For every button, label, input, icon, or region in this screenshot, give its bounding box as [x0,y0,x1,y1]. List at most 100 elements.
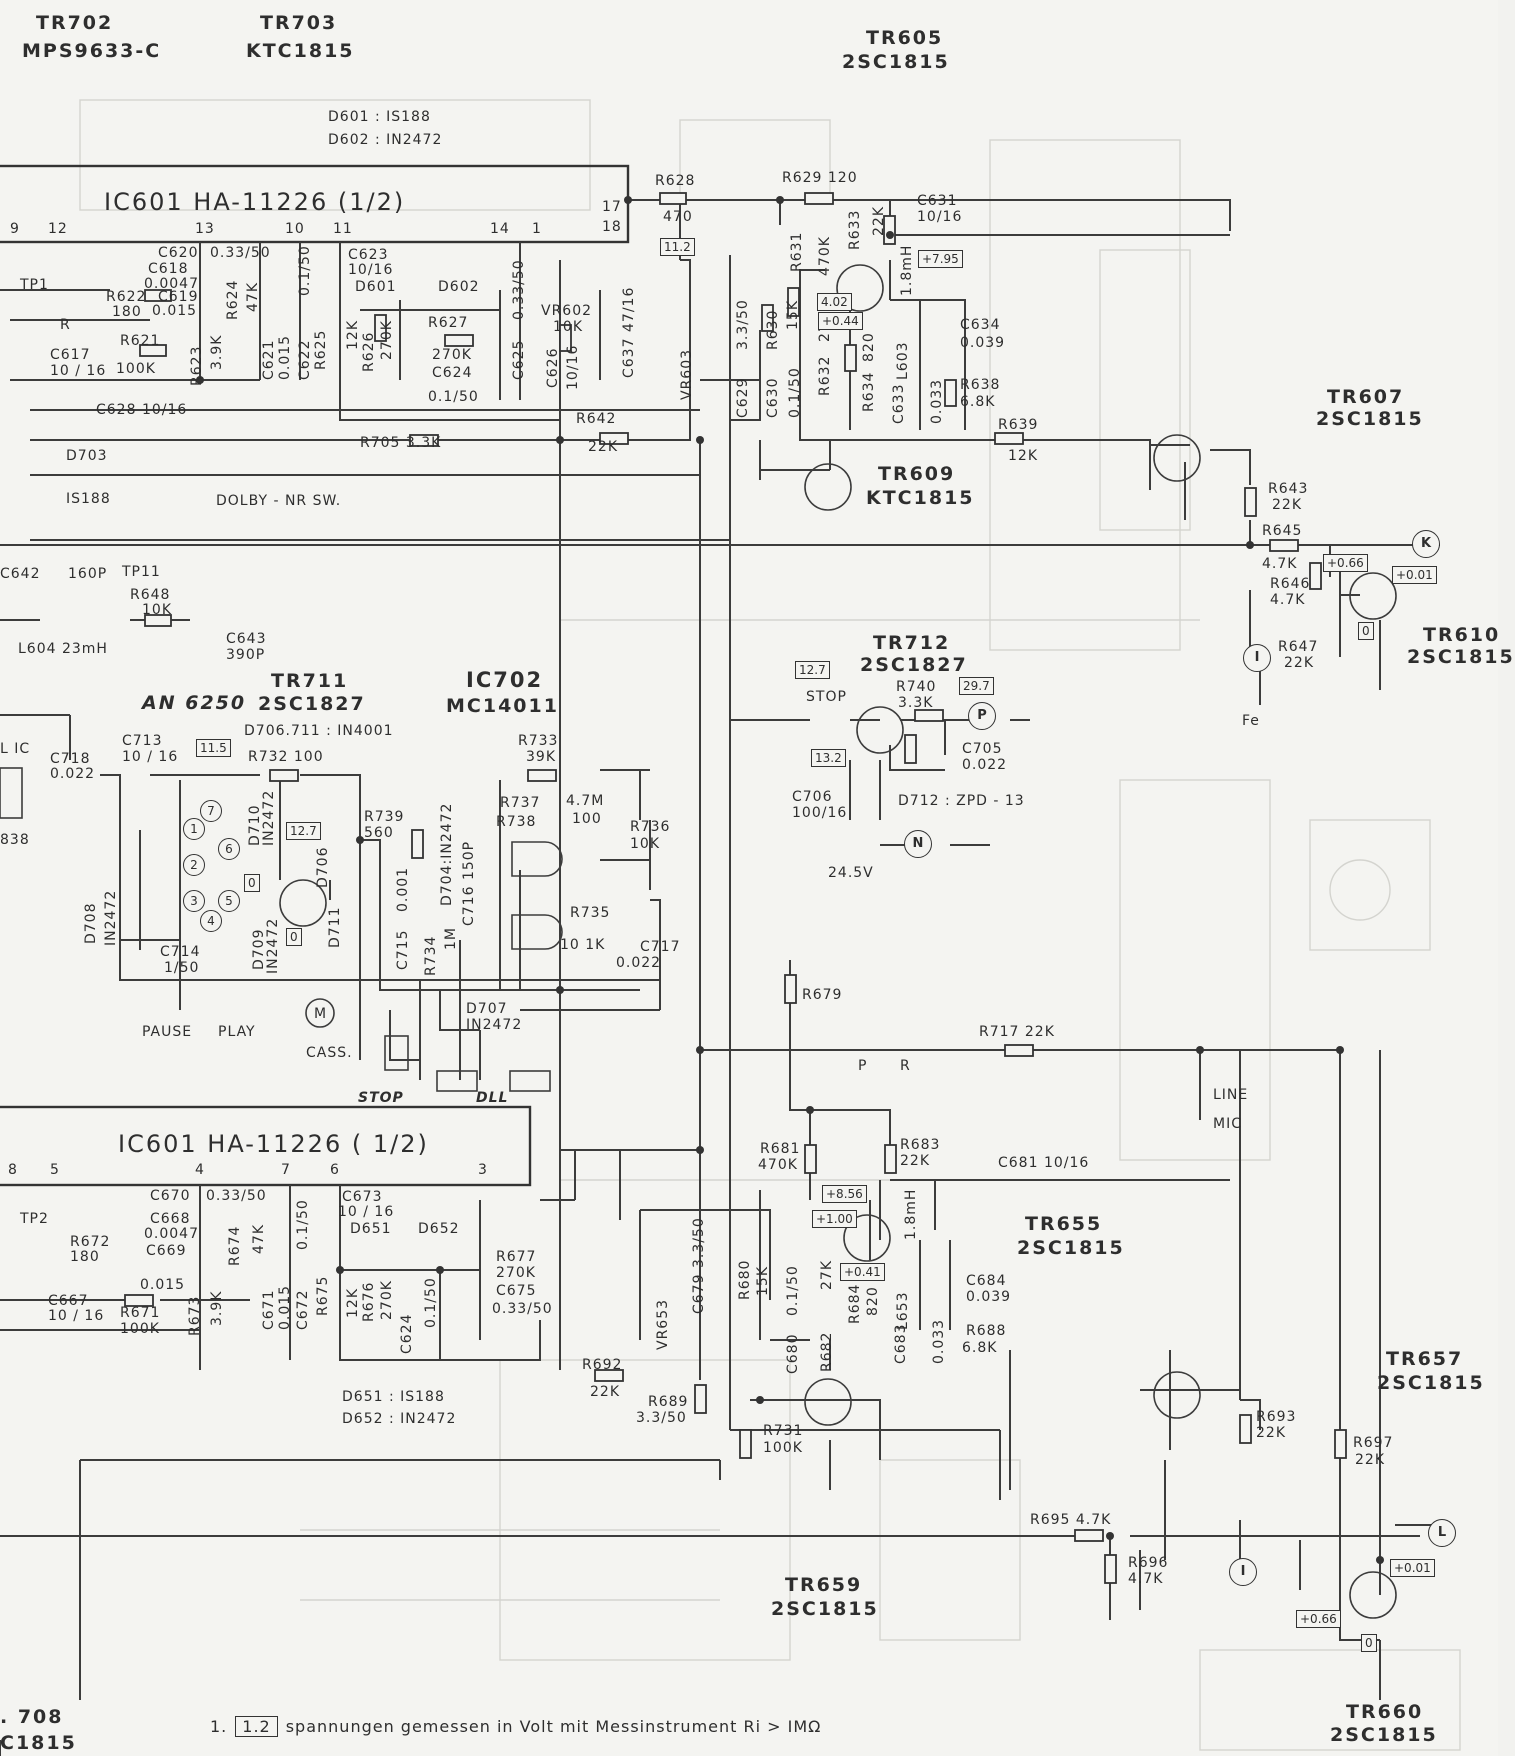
r628-value: 470 [663,209,693,225]
r639-label: R639 [998,417,1039,433]
dll-label: DLL [476,1090,509,1106]
voltage-box: 0 [1358,622,1374,640]
tr657-type: 2SC1815 [1377,1372,1485,1394]
relay-block [0,767,551,1092]
c622-value: 0.1/50 [297,245,313,296]
tr655-ref: TR655 [1025,1213,1103,1235]
r645-value: 4.7K [1262,556,1298,572]
r689-value: 3.3/50 [636,1410,687,1426]
pin-1: 1 [532,221,542,237]
r671-label: R671 [120,1305,161,1321]
d712-note: D712 : ZPD - 13 [898,793,1025,809]
r717-label: R717 22K [979,1024,1055,1040]
r680-value: 15K [755,1266,771,1296]
tr703-ref: TR703 [260,12,338,34]
voltage-box: 4.02 [817,293,852,311]
r625-label: R625 [313,329,329,370]
voltage-box: +0.01 [1392,566,1437,584]
r627-label: R627 [428,315,469,331]
r671-value: 100K [120,1321,160,1337]
c633-value: 0.033 [929,378,945,424]
vr602-value: 10K [553,319,583,335]
r682-label: R682 [819,1331,835,1372]
c623-value: 10/16 [348,262,394,278]
c631-value: 10/16 [917,209,963,225]
r682-value: 27K [819,1260,835,1290]
tr711-type: 2SC1827 [258,693,366,715]
c628-label: C628 10/16 [96,402,188,418]
footnote-number: 1. [210,1717,228,1736]
r674-label: R674 [227,1225,243,1266]
r642-value: 22K [588,439,618,455]
r737-label: R737 [500,795,541,811]
voltage-box: 0 [1361,1634,1377,1652]
r621-label: R621 [120,333,161,349]
pin-12: 12 [48,221,68,237]
r626-value-a: 12K [345,320,361,350]
c630-value: 0.1/50 [787,367,803,418]
c643-label: C643 [226,631,267,647]
ic702-type: MC14011 [446,695,559,717]
c713-value: 10 / 16 [122,749,179,765]
r631-label: R631 [789,231,805,272]
c622-label: C622 [297,339,313,381]
c643-value: 390P [226,647,266,663]
tr605-ref: TR605 [866,27,944,49]
c671-value: 0.015 [277,1284,293,1330]
voltage-box: +0.01 [1390,1559,1435,1577]
ic702-ref: IC702 [466,668,544,692]
voltage-box: 29.7 [959,677,994,695]
c626-label: C626 [545,347,561,389]
r696-value: 4.7K [1128,1571,1164,1587]
c624b-label: C624 [399,1313,415,1355]
d602-label: D602 [438,279,480,295]
d706-note: D706.711 : IN4001 [244,723,394,739]
c714-value: 1/50 [164,960,200,976]
tr703-type: KTC1815 [246,40,355,62]
c624-value: 0.1/50 [428,389,479,405]
r692-value: 22K [590,1384,620,1400]
r648-label: R648 [130,587,171,603]
tr712-ref: TR712 [873,632,951,654]
c716-label: C716 150P [461,840,477,926]
voltage-box: +0.44 [818,312,863,330]
diode-note-d601: D601 : IS188 [328,109,431,125]
l604-label: L604 23mH [18,641,108,657]
pin-18: 18 [602,219,622,235]
c705-value: 0.022 [962,757,1008,773]
stop-solenoid-label: STOP [358,1090,404,1106]
resistor-symbols [124,192,1347,1584]
c642-value: 160P [68,566,108,582]
r624-label: R624 [225,279,241,320]
tp2-label: TP2 [20,1211,49,1227]
c680-label: C680 [785,1333,801,1375]
tr605-type: 2SC1815 [842,51,950,73]
fe-label: Fe [1242,713,1260,729]
r647-label: R647 [1278,639,1319,655]
tr610-type: 2SC1815 [1407,646,1515,668]
r679-label: R679 [802,987,843,1003]
r632-label: R632 [817,355,833,396]
ic601-lower-label: IC601 HA-11226 ( 1/2) [118,1130,429,1158]
c680-value: 0.1/50 [785,1265,801,1316]
voltage-box: 11.5 [196,739,231,757]
r731-label: R731 [763,1423,804,1439]
tp11-label: TP11 [122,564,161,580]
c714-label: C714 [160,944,201,960]
r621-value: 100K [116,361,156,377]
d703-value: IS188 [66,491,111,507]
d708-label: D708 [83,902,99,944]
r642-label: R642 [576,411,617,427]
d710-label: D710 [247,804,263,846]
r639-value: 12K [1008,448,1038,464]
c629-value: 3.3/50 [735,299,751,350]
r627-value: 270K [432,347,472,363]
d704-label: D704:IN2472 [439,802,455,906]
c617-value: 10 / 16 [50,363,107,379]
d709-value: IN2472 [265,917,281,974]
terminal-l: L [1428,1519,1456,1547]
transistor-symbols [279,264,1397,1619]
r734-value: 1M [443,927,459,950]
pin-14: 14 [490,221,510,237]
r638-value: 6.8K [960,394,996,410]
